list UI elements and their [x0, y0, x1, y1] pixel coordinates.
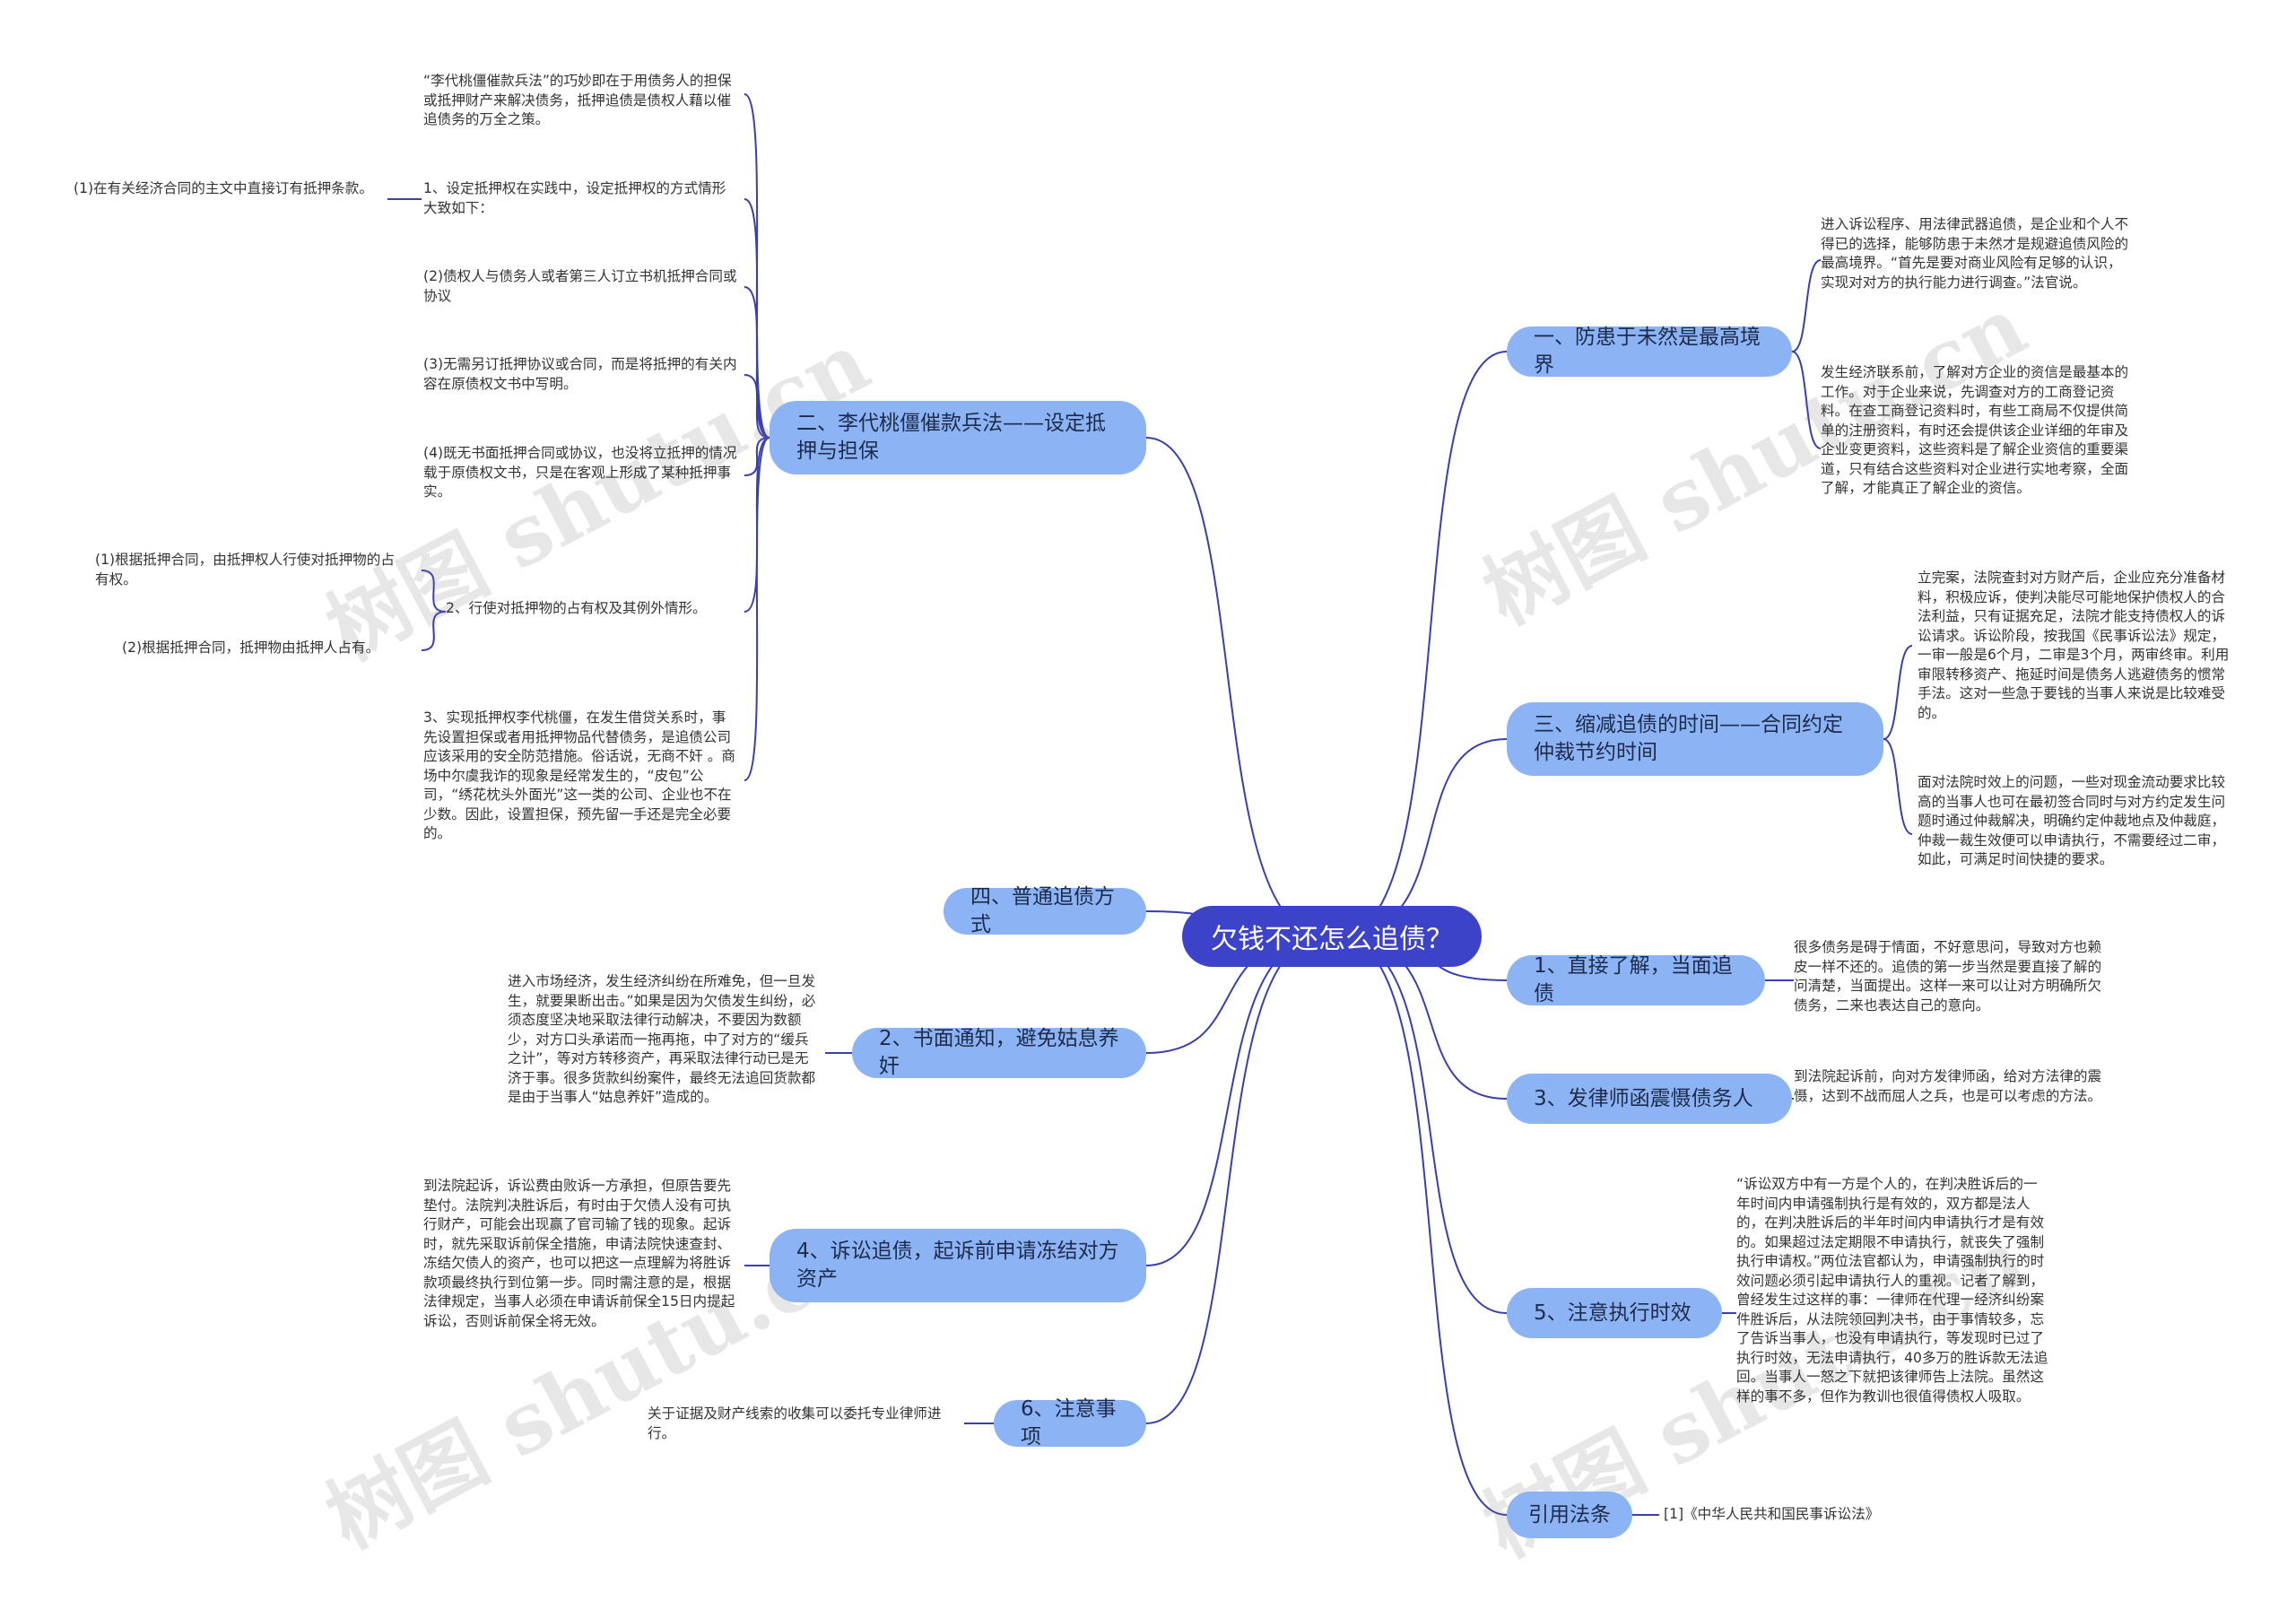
leaf-text: 3、实现抵押权李代桃僵，在发生借贷关系时，事先设置担保或者用抵押物品代替债务，是… — [423, 709, 736, 841]
bracket-line — [744, 374, 770, 439]
branch-lawyer-letter[interactable]: 3、发律师函震慑债务人 — [1507, 1074, 1792, 1124]
branch-mortgage-guarantee[interactable]: 二、李代桃僵催款兵法——设定抵押与担保 — [770, 401, 1146, 474]
leaf-text: 到法院起诉，诉讼费由败诉一方承担，但原告要先垫付。法院判决胜诉后，有时由于欠债人… — [423, 1178, 735, 1329]
bracket-line — [744, 437, 770, 476]
root-to-branch-line — [1145, 437, 1326, 937]
bracket-line — [1791, 351, 1822, 449]
root-to-branch-line — [1337, 351, 1508, 937]
leaf-text: (1)在有关经济合同的主文中直接订有抵押条款。 — [74, 180, 373, 196]
bracket-line — [1883, 645, 1913, 740]
bracket-line — [421, 611, 447, 651]
leaf-text: 进入诉讼程序、用法律武器追债，是企业和个人不得已的选择，能够防患于未然才是规避追… — [1821, 216, 2129, 291]
bracket-line — [744, 437, 770, 781]
leaf-text: 立完案，法院查封对方财产后，企业应充分准备材料，积极应诉，使判决能尽可能地保护债… — [1918, 570, 2230, 721]
leaf-text: (2)债权人与债务人或者第三人订立书机抵押合同或协议 — [423, 268, 737, 304]
leaf-text: 2、行使对抵押物的占有权及其例外情形。 — [446, 600, 707, 616]
branch-written-notice[interactable]: 2、书面通知，避免姑息养奸 — [852, 1027, 1146, 1078]
leaf-text: (4)既无书面抵押合同或协议，也没将立抵押的情况载于原债权文书，只是在客观上形成… — [423, 445, 737, 500]
bracket-line — [1791, 259, 1822, 352]
branch-direct-collection[interactable]: 1、直接了解，当面追债 — [1507, 954, 1765, 1005]
bracket-line — [1883, 738, 1913, 835]
bracket-line — [744, 286, 770, 439]
root-to-branch-line — [1145, 935, 1326, 1266]
branch-enforcement-limit[interactable]: 5、注意执行时效 — [1507, 1288, 1722, 1338]
leaf-text: 很多债务是碍于情面，不好意思问，导致对方也赖皮一样不还的。追债的第一步当然是要直… — [1794, 939, 2102, 1014]
leaf-text: (1)根据抵押合同，由抵押权人行使对抵押物的占有权。 — [95, 552, 395, 587]
branch-litigation-freeze[interactable]: 4、诉讼追债，起诉前申请冻结对方资产 — [770, 1229, 1146, 1302]
leaf-text: (2)根据抵押合同，抵押物由抵押人占有。 — [122, 640, 380, 656]
leaf-text: 关于证据及财产线索的收集可以委托专业律师进行。 — [648, 1405, 942, 1441]
root-to-branch-line — [1337, 935, 1508, 1314]
leaf-text: “李代桃僵催款兵法”的巧妙即在于用债务人的担保或抵押财产来解决债务，抵押追债是债… — [423, 73, 732, 127]
leaf-text: 发生经济联系前，了解对方企业的资信是最基本的工作。对于企业来说，先调查对方的工商… — [1821, 364, 2129, 496]
branch-statute-ref[interactable]: 引用法条 — [1507, 1492, 1632, 1538]
leaf-text: “诉讼双方中有一方是个人的，在判决胜诉后的一年时间内申请强制执行是有效的，双方都… — [1736, 1176, 2048, 1405]
bracket-line — [421, 570, 447, 613]
leaf-text: 进入市场经济，发生经济纠纷在所难免，但一旦发生，就要果断出击。”如果是因为欠债发… — [508, 973, 816, 1105]
leaf-text: (3)无需另订抵押协议或合同，而是将抵押的有关内容在原债权文书中写明。 — [423, 356, 737, 392]
branch-prevention[interactable]: 一、防患于未然是最高境界 — [1507, 326, 1792, 377]
root-to-branch-line — [1145, 935, 1326, 1424]
leaf-text: 面对法院时效上的问题，一些对现金流动要求比较高的当事人也可在最初签合同时与对方约… — [1918, 774, 2226, 867]
root-topic[interactable]: 欠钱不还怎么追债？ — [1182, 906, 1482, 967]
branch-arbitration[interactable]: 三、缩减追债的时间——合同约定仲裁节约时间 — [1507, 702, 1883, 776]
leaf-text: 到法院起诉前，向对方发律师函，给对方法律的震慑，达到不战而屈人之兵，也是可以考虑… — [1794, 1068, 2102, 1104]
leaf-text: [1]《中华人民共和国民事诉讼法》 — [1664, 1506, 1880, 1522]
leaf-text: 1、设定抵押权在实践中，设定抵押权的方式情形大致如下： — [423, 180, 726, 216]
root-to-branch-line — [1337, 935, 1508, 1516]
branch-notes[interactable]: 6、注意事项 — [994, 1397, 1146, 1449]
branch-ordinary-collection[interactable]: 四、普通追债方式 — [944, 885, 1146, 936]
